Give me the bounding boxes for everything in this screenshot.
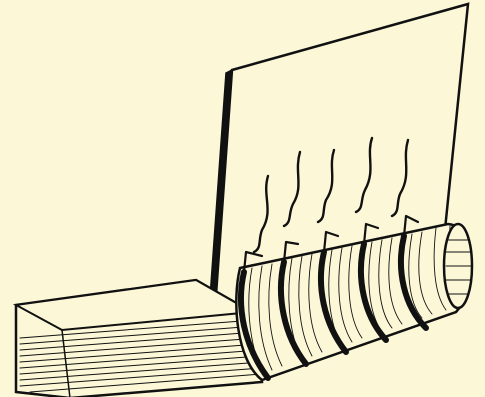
book-block (16, 280, 262, 397)
